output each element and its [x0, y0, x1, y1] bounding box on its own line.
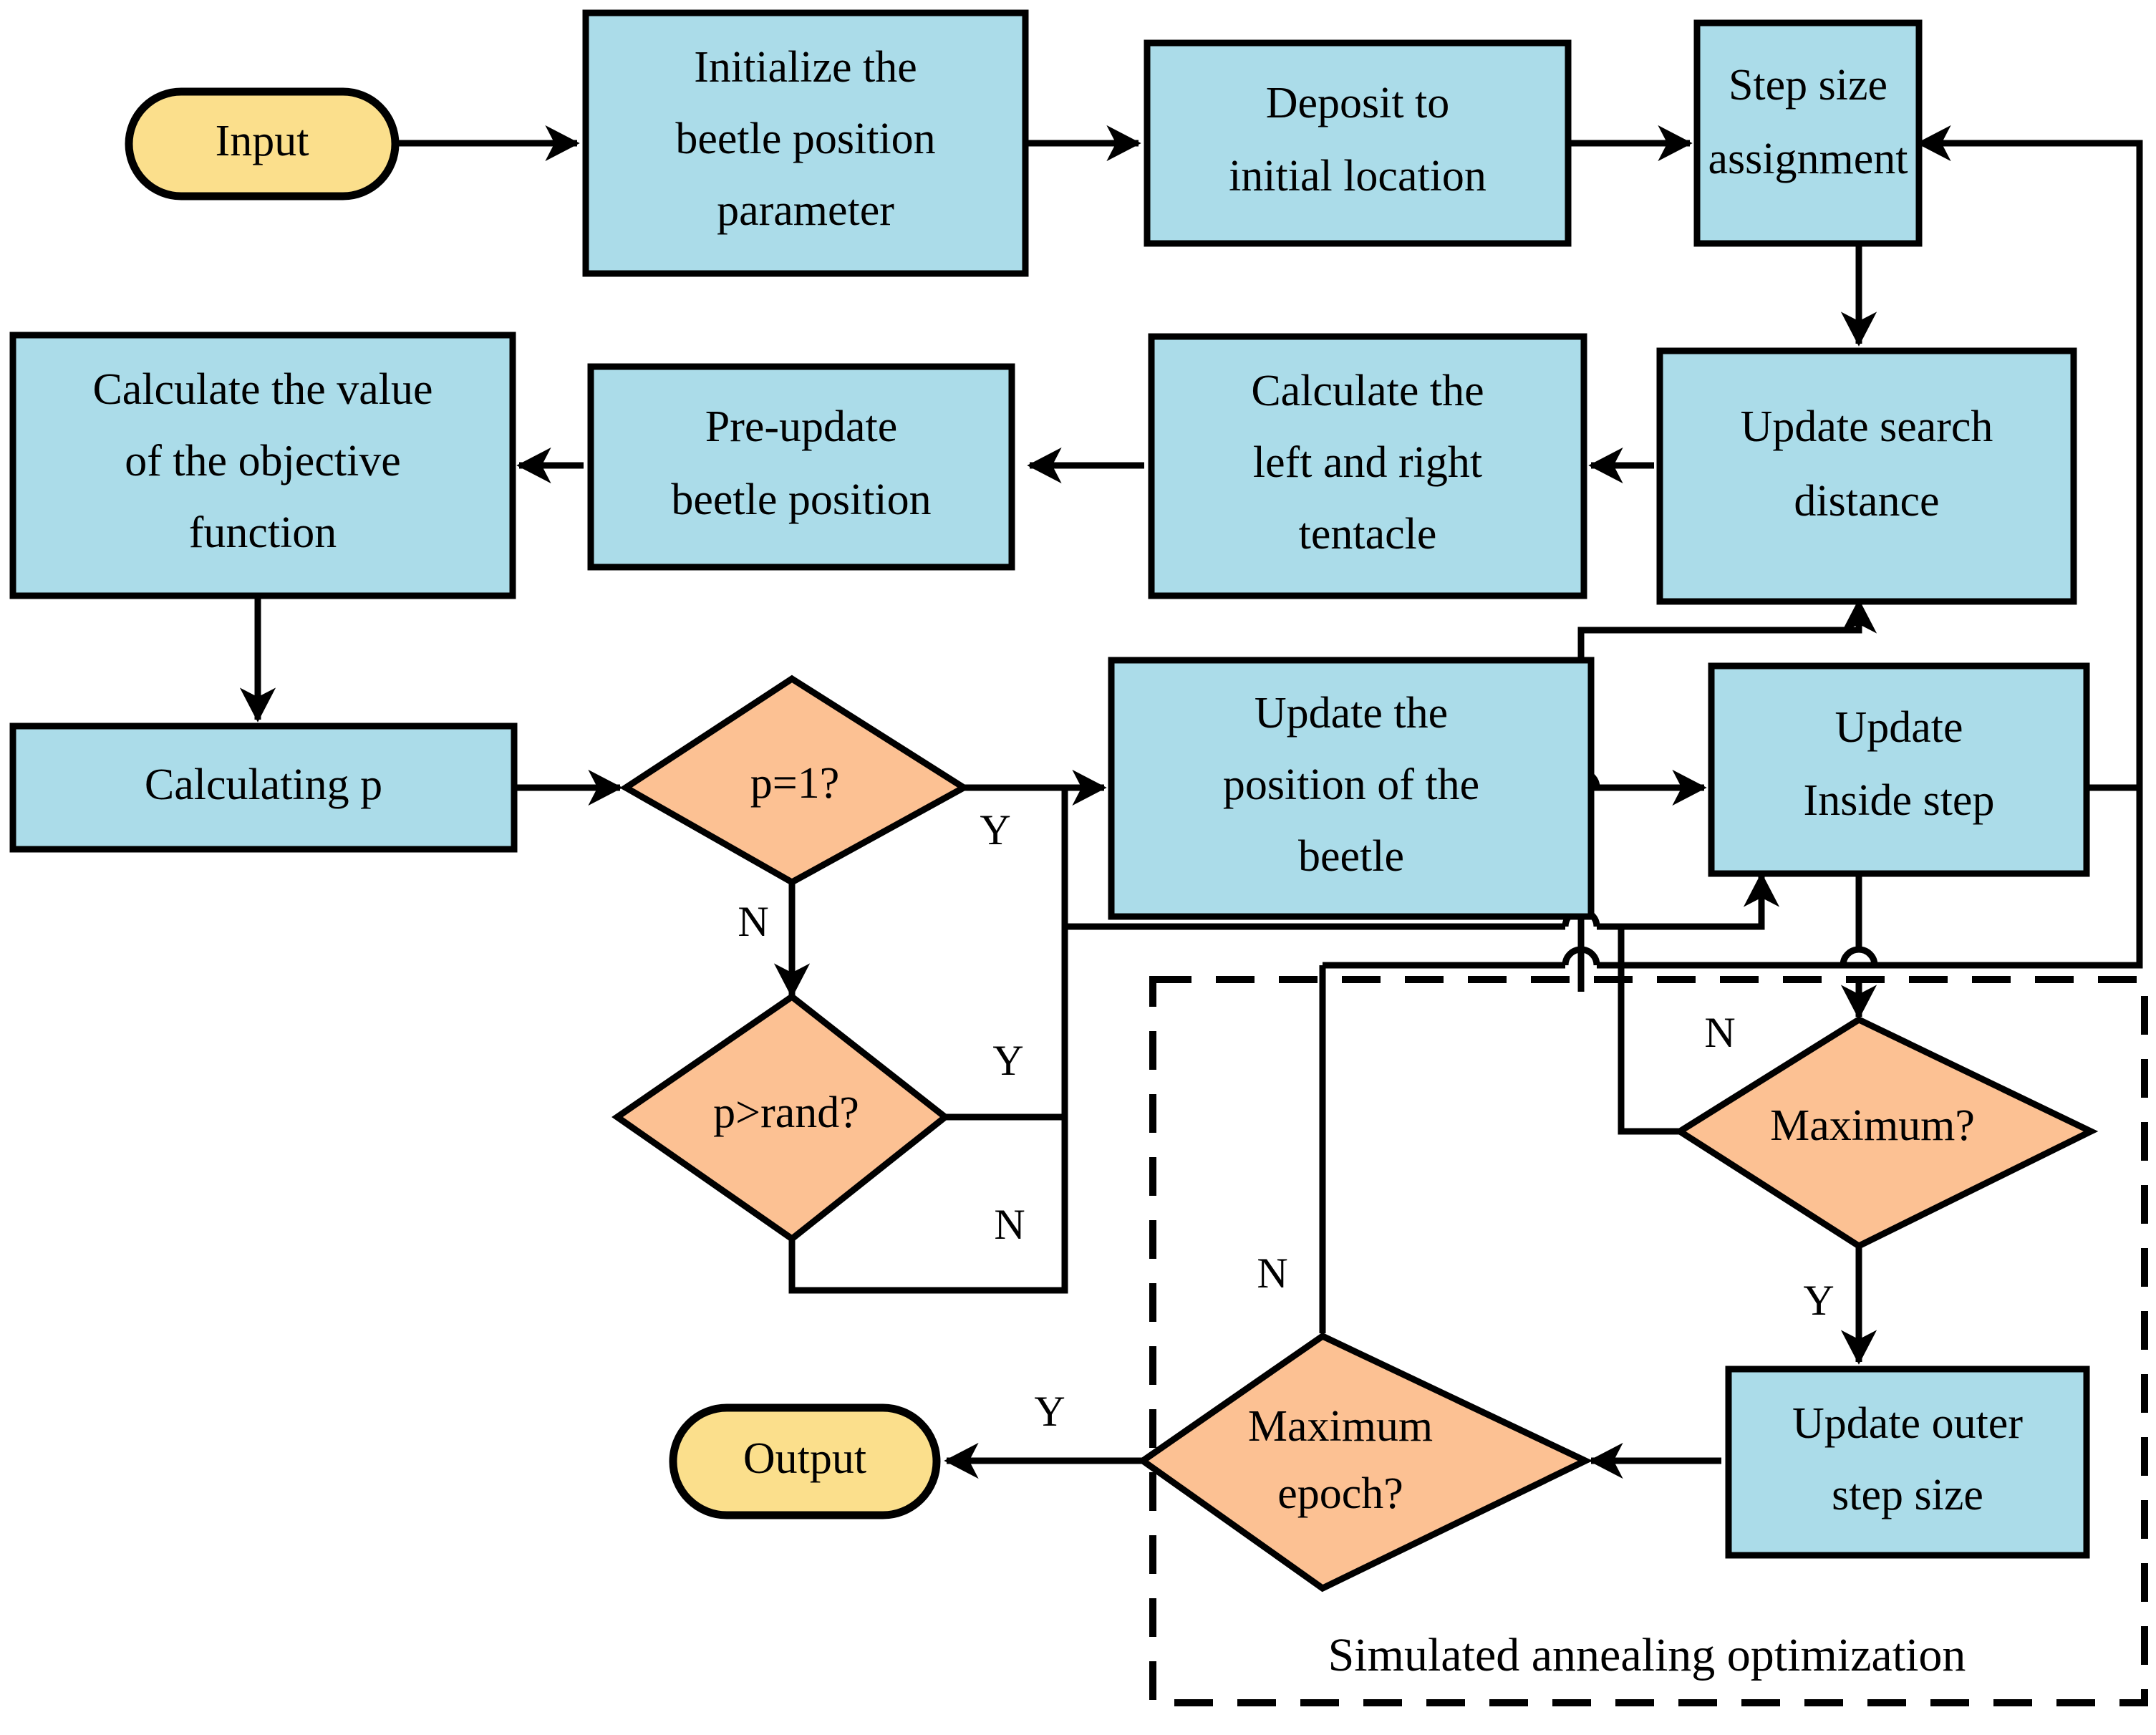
node-initialize-beetle-position[interactable]: Initialize the beetle position parameter — [582, 9, 1029, 277]
node-deposit-initial-location[interactable]: Deposit to initial location — [1144, 39, 1572, 247]
node-decision-maximum-epoch[interactable]: Maximum epoch? — [1137, 1332, 1593, 1593]
node-outerstep-line2: step size — [1832, 1471, 1983, 1519]
node-update-inside-step[interactable]: Update Inside step — [1708, 662, 2090, 877]
node-maxepoch-line1: Maximum — [1248, 1402, 1433, 1451]
node-calcp-label: Calculating p — [145, 760, 382, 809]
node-stepsize-line2: assignment — [1708, 135, 1908, 183]
node-pre-update-beetle-position[interactable]: Pre-update beetle position — [587, 363, 1015, 571]
edge-prand-no — [788, 927, 1068, 1294]
node-calculating-p[interactable]: Calculating p — [9, 722, 518, 853]
edge-maximum-no — [1618, 927, 1687, 1135]
simulated-annealing-group-label: Simulated annealing optimization — [1328, 1629, 1966, 1681]
edge-label-maxepoch-no: N — [1257, 1250, 1287, 1297]
node-decision-p-equals-1[interactable]: p=1? — [619, 675, 970, 886]
node-init-line3: parameter — [717, 186, 894, 235]
edge-right-return-to-stepsize — [1916, 125, 2143, 945]
edge-bus-a-to-insidestep — [1065, 875, 1761, 930]
node-updatepos-line3: beetle — [1298, 832, 1404, 881]
node-init-line1: Initialize the — [694, 43, 917, 92]
node-deposit-line1: Deposit to — [1266, 79, 1450, 127]
node-objective-line2: of the objective — [125, 437, 401, 485]
node-outerstep-line1: Update outer — [1792, 1399, 2023, 1448]
node-stepsize-line1: Step size — [1729, 61, 1887, 110]
node-input-label: Input — [216, 117, 309, 165]
node-searchdist-line1: Update search — [1741, 402, 1993, 451]
edge-label-peq1-yes: Y — [980, 806, 1010, 854]
node-update-search-distance[interactable]: Update search distance — [1656, 347, 2077, 605]
node-peq1-label: p=1? — [750, 759, 839, 808]
node-input[interactable]: Input — [125, 87, 400, 200]
node-preupdate-line2: beetle position — [671, 475, 931, 524]
line-hop-3 — [1562, 946, 1600, 966]
simulated-annealing-group-box — [1149, 976, 2148, 1706]
edge-label-maxepoch-yes: Y — [1034, 1388, 1065, 1435]
edge-label-peq1-no: N — [738, 898, 768, 945]
node-output-label: Output — [743, 1434, 866, 1483]
node-step-size-assignment[interactable]: Step size assignment — [1693, 19, 1923, 247]
edge-label-prand-yes: Y — [992, 1037, 1023, 1084]
node-calculate-objective-value[interactable]: Calculate the value of the objective fun… — [9, 332, 516, 599]
node-tentacle-line2: left and right — [1253, 438, 1482, 487]
node-calculate-tentacle[interactable]: Calculate the left and right tentacle — [1148, 333, 1587, 599]
node-init-line2: beetle position — [675, 115, 935, 163]
node-updatepos-line2: position of the — [1223, 760, 1479, 809]
node-maxepoch-line2: epoch? — [1277, 1469, 1403, 1518]
node-tentacle-line3: tentacle — [1299, 510, 1437, 559]
line-hop-4 — [1840, 946, 1878, 966]
node-searchdist-line2: distance — [1794, 477, 1939, 526]
node-updatepos-line1: Update the — [1255, 689, 1448, 738]
node-decision-p-gt-rand[interactable]: p>rand? — [611, 992, 951, 1243]
node-tentacle-line1: Calculate the — [1251, 367, 1484, 415]
node-objective-line1: Calculate the value — [92, 365, 432, 414]
edge-label-maximum-yes: Y — [1803, 1277, 1834, 1324]
node-update-outer-step-size[interactable]: Update outer step size — [1725, 1366, 2090, 1559]
node-maximum-label: Maximum? — [1770, 1101, 1975, 1150]
edge-label-prand-no: N — [994, 1201, 1025, 1248]
node-update-beetle-position[interactable]: Update the position of the beetle — [1108, 657, 1595, 920]
node-decision-maximum[interactable]: Maximum? — [1673, 1015, 2099, 1250]
edge-label-maximum-no: N — [1704, 1009, 1735, 1056]
node-deposit-line2: initial location — [1229, 152, 1487, 200]
node-objective-line3: function — [189, 508, 337, 557]
node-prand-label: p>rand? — [713, 1088, 859, 1137]
node-insidestep-line1: Update — [1834, 703, 1963, 752]
node-preupdate-line1: Pre-update — [705, 402, 898, 451]
node-output[interactable]: Output — [669, 1403, 941, 1519]
node-insidestep-line2: Inside step — [1804, 776, 1995, 825]
